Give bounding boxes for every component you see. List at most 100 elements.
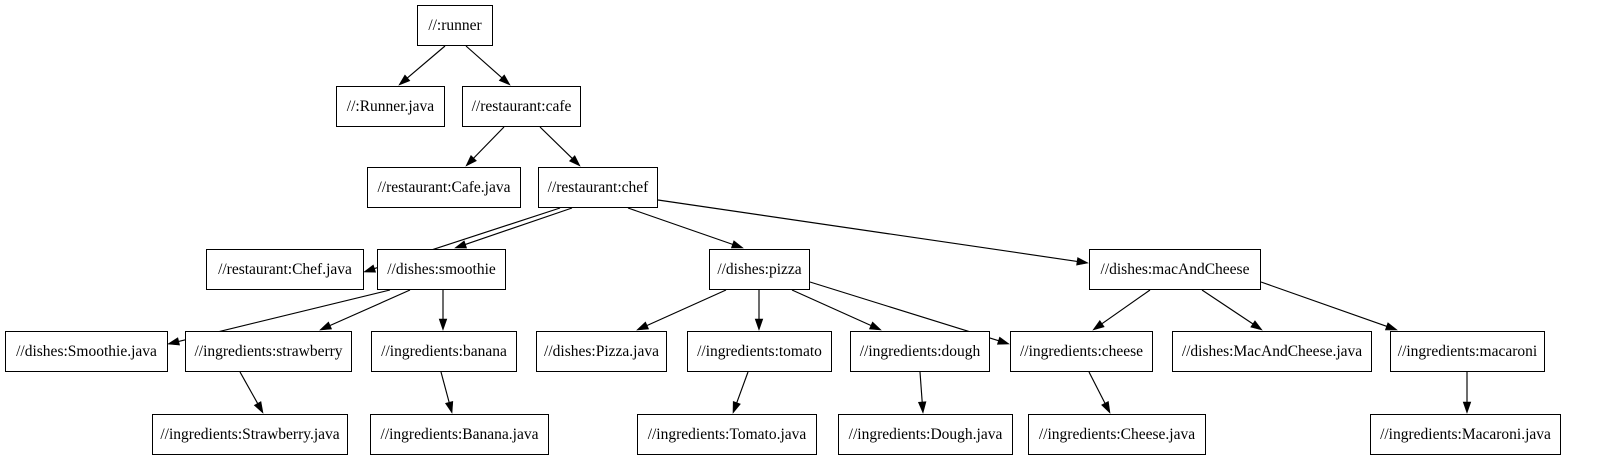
edge-arrowhead [732,400,741,414]
edge-arrowhead [444,400,454,414]
edge-arrowhead [568,155,581,167]
graph-node-mac-java[interactable]: //dishes:MacAndCheese.java [1172,331,1372,372]
graph-node-label: //ingredients:Strawberry.java [160,425,340,443]
graph-node-pizza-java[interactable]: //dishes:Pizza.java [536,331,667,372]
graph-node-runner[interactable]: //:runner [417,5,493,46]
graph-node-tomato-java[interactable]: //ingredients:Tomato.java [637,414,817,455]
edge-line [657,199,1078,262]
edge-line [736,371,749,403]
graph-node-label: //ingredients:Banana.java [380,425,539,443]
graph-edge-ing-cheese-to-cheese-java [1088,371,1111,414]
edge-line [791,289,872,327]
graph-edge-restaurant-chef-to-dishes-pizza [627,207,744,249]
graph-node-label: //ingredients:Tomato.java [647,425,807,443]
edge-line [329,289,411,327]
graph-edge-dishes-pizza-to-ing-tomato [754,290,764,331]
edge-line [809,281,999,342]
edge-arrowhead [465,154,477,167]
graph-node-smoothie-java[interactable]: //dishes:Smoothie.java [5,331,168,372]
graph-node-cheese-java[interactable]: //ingredients:Cheese.java [1028,414,1206,455]
edge-arrowhead [1250,320,1263,331]
graph-edge-ing-dough-to-dough-java [917,371,927,414]
graph-node-restaurant-chef[interactable]: //restaurant:chef [538,167,658,208]
edge-arrowhead [636,321,650,331]
graph-node-label: //ingredients:Dough.java [848,425,1003,443]
graph-node-label: //dishes:pizza [717,260,802,278]
edge-line [465,45,503,79]
graph-node-cafe-java[interactable]: //restaurant:Cafe.java [367,167,521,208]
graph-node-label: //:runner [428,16,482,34]
edge-arrowhead [868,321,882,331]
graph-node-ing-macaroni[interactable]: //ingredients:macaroni [1390,331,1545,372]
graph-node-label: //dishes:macAndCheese [1100,260,1250,278]
graph-node-dishes-mac[interactable]: //dishes:macAndCheese [1089,249,1261,290]
graph-edge-ing-strawberry-to-strawberry-java [239,371,264,414]
edge-line [473,126,505,159]
graph-node-dough-java[interactable]: //ingredients:Dough.java [838,414,1013,455]
edge-arrowhead [438,318,448,331]
graph-node-ing-cheese[interactable]: //ingredients:cheese [1010,331,1153,372]
edge-arrowhead [454,240,468,249]
graph-edge-restaurant-chef-to-dishes-mac [657,199,1089,266]
edge-arrowhead [498,74,511,86]
edge-line [1088,371,1106,404]
edge-line [646,289,727,327]
graph-node-ing-strawberry[interactable]: //ingredients:strawberry [185,331,352,372]
edge-line [1201,289,1254,325]
graph-edge-ing-macaroni-to-macaroni-java [1462,372,1472,414]
edge-arrowhead [1076,257,1089,266]
graph-node-ing-dough[interactable]: //ingredients:dough [850,331,990,372]
edge-arrowhead [754,318,764,331]
graph-edge-runner-to-runner-java [398,45,446,86]
graph-edge-dishes-mac-to-ing-cheese [1092,289,1151,331]
graph-node-label: //:Runner.java [346,97,435,115]
edge-line [465,207,573,245]
graph-edge-dishes-smoothie-to-ing-strawberry [319,289,411,331]
graph-node-chef-java[interactable]: //restaurant:Chef.java [206,249,364,290]
graph-node-macaroni-java[interactable]: //ingredients:Macaroni.java [1370,414,1561,455]
graph-node-label: //restaurant:chef [547,178,649,196]
edge-arrowhead [1092,320,1105,331]
graph-node-label: //ingredients:dough [859,342,981,360]
edge-line [1101,289,1151,325]
graph-edge-restaurant-cafe-to-restaurant-chef [539,126,581,167]
graph-node-ing-banana[interactable]: //ingredients:banana [371,331,517,372]
edge-line [627,207,733,245]
graph-node-label: //ingredients:banana [381,342,507,360]
graph-node-label: //dishes:smoothie [387,260,496,278]
graph-node-label: //dishes:Smoothie.java [16,342,157,360]
graph-node-label: //ingredients:Macaroni.java [1380,425,1551,443]
graph-node-strawberry-java[interactable]: //ingredients:Strawberry.java [152,414,348,455]
graph-node-label: //dishes:Pizza.java [544,342,659,360]
graph-node-label: //ingredients:strawberry [194,342,343,360]
graph-node-label: //restaurant:Chef.java [218,260,352,278]
graph-edge-dishes-pizza-to-ing-dough [791,289,882,331]
graph-node-runner-java[interactable]: //:Runner.java [336,86,445,127]
graph-edge-dishes-mac-to-ing-macaroni [1260,281,1398,331]
graph-node-restaurant-cafe[interactable]: //restaurant:cafe [462,86,581,127]
graph-edge-dishes-mac-to-mac-java [1201,289,1263,331]
graph-edge-ing-banana-to-banana-java [440,371,454,414]
graph-node-label: //ingredients:tomato [697,342,822,360]
graph-edge-dishes-pizza-to-ing-cheese [809,281,1010,345]
graph-edge-restaurant-cafe-to-cafe-java [465,126,505,167]
edge-arrowhead [319,321,333,331]
graph-edge-restaurant-chef-to-dishes-smoothie [454,207,573,249]
edge-line [539,126,573,159]
graph-node-ing-tomato[interactable]: //ingredients:tomato [687,331,832,372]
graph-node-banana-java[interactable]: //ingredients:Banana.java [370,414,549,455]
edge-arrowhead [996,336,1010,345]
edge-arrowhead [1462,401,1472,414]
edge-line [919,371,923,403]
edge-arrowhead [253,401,264,414]
edge-line [407,45,446,79]
graph-node-dishes-pizza[interactable]: //dishes:pizza [709,249,810,290]
edge-line [440,371,450,403]
graph-node-label: //ingredients:Cheese.java [1038,425,1196,443]
edge-arrowhead [363,264,377,273]
graph-node-dishes-smoothie[interactable]: //dishes:smoothie [377,249,506,290]
graph-edge-dishes-smoothie-to-ing-banana [438,290,448,331]
edge-arrowhead [398,74,411,86]
